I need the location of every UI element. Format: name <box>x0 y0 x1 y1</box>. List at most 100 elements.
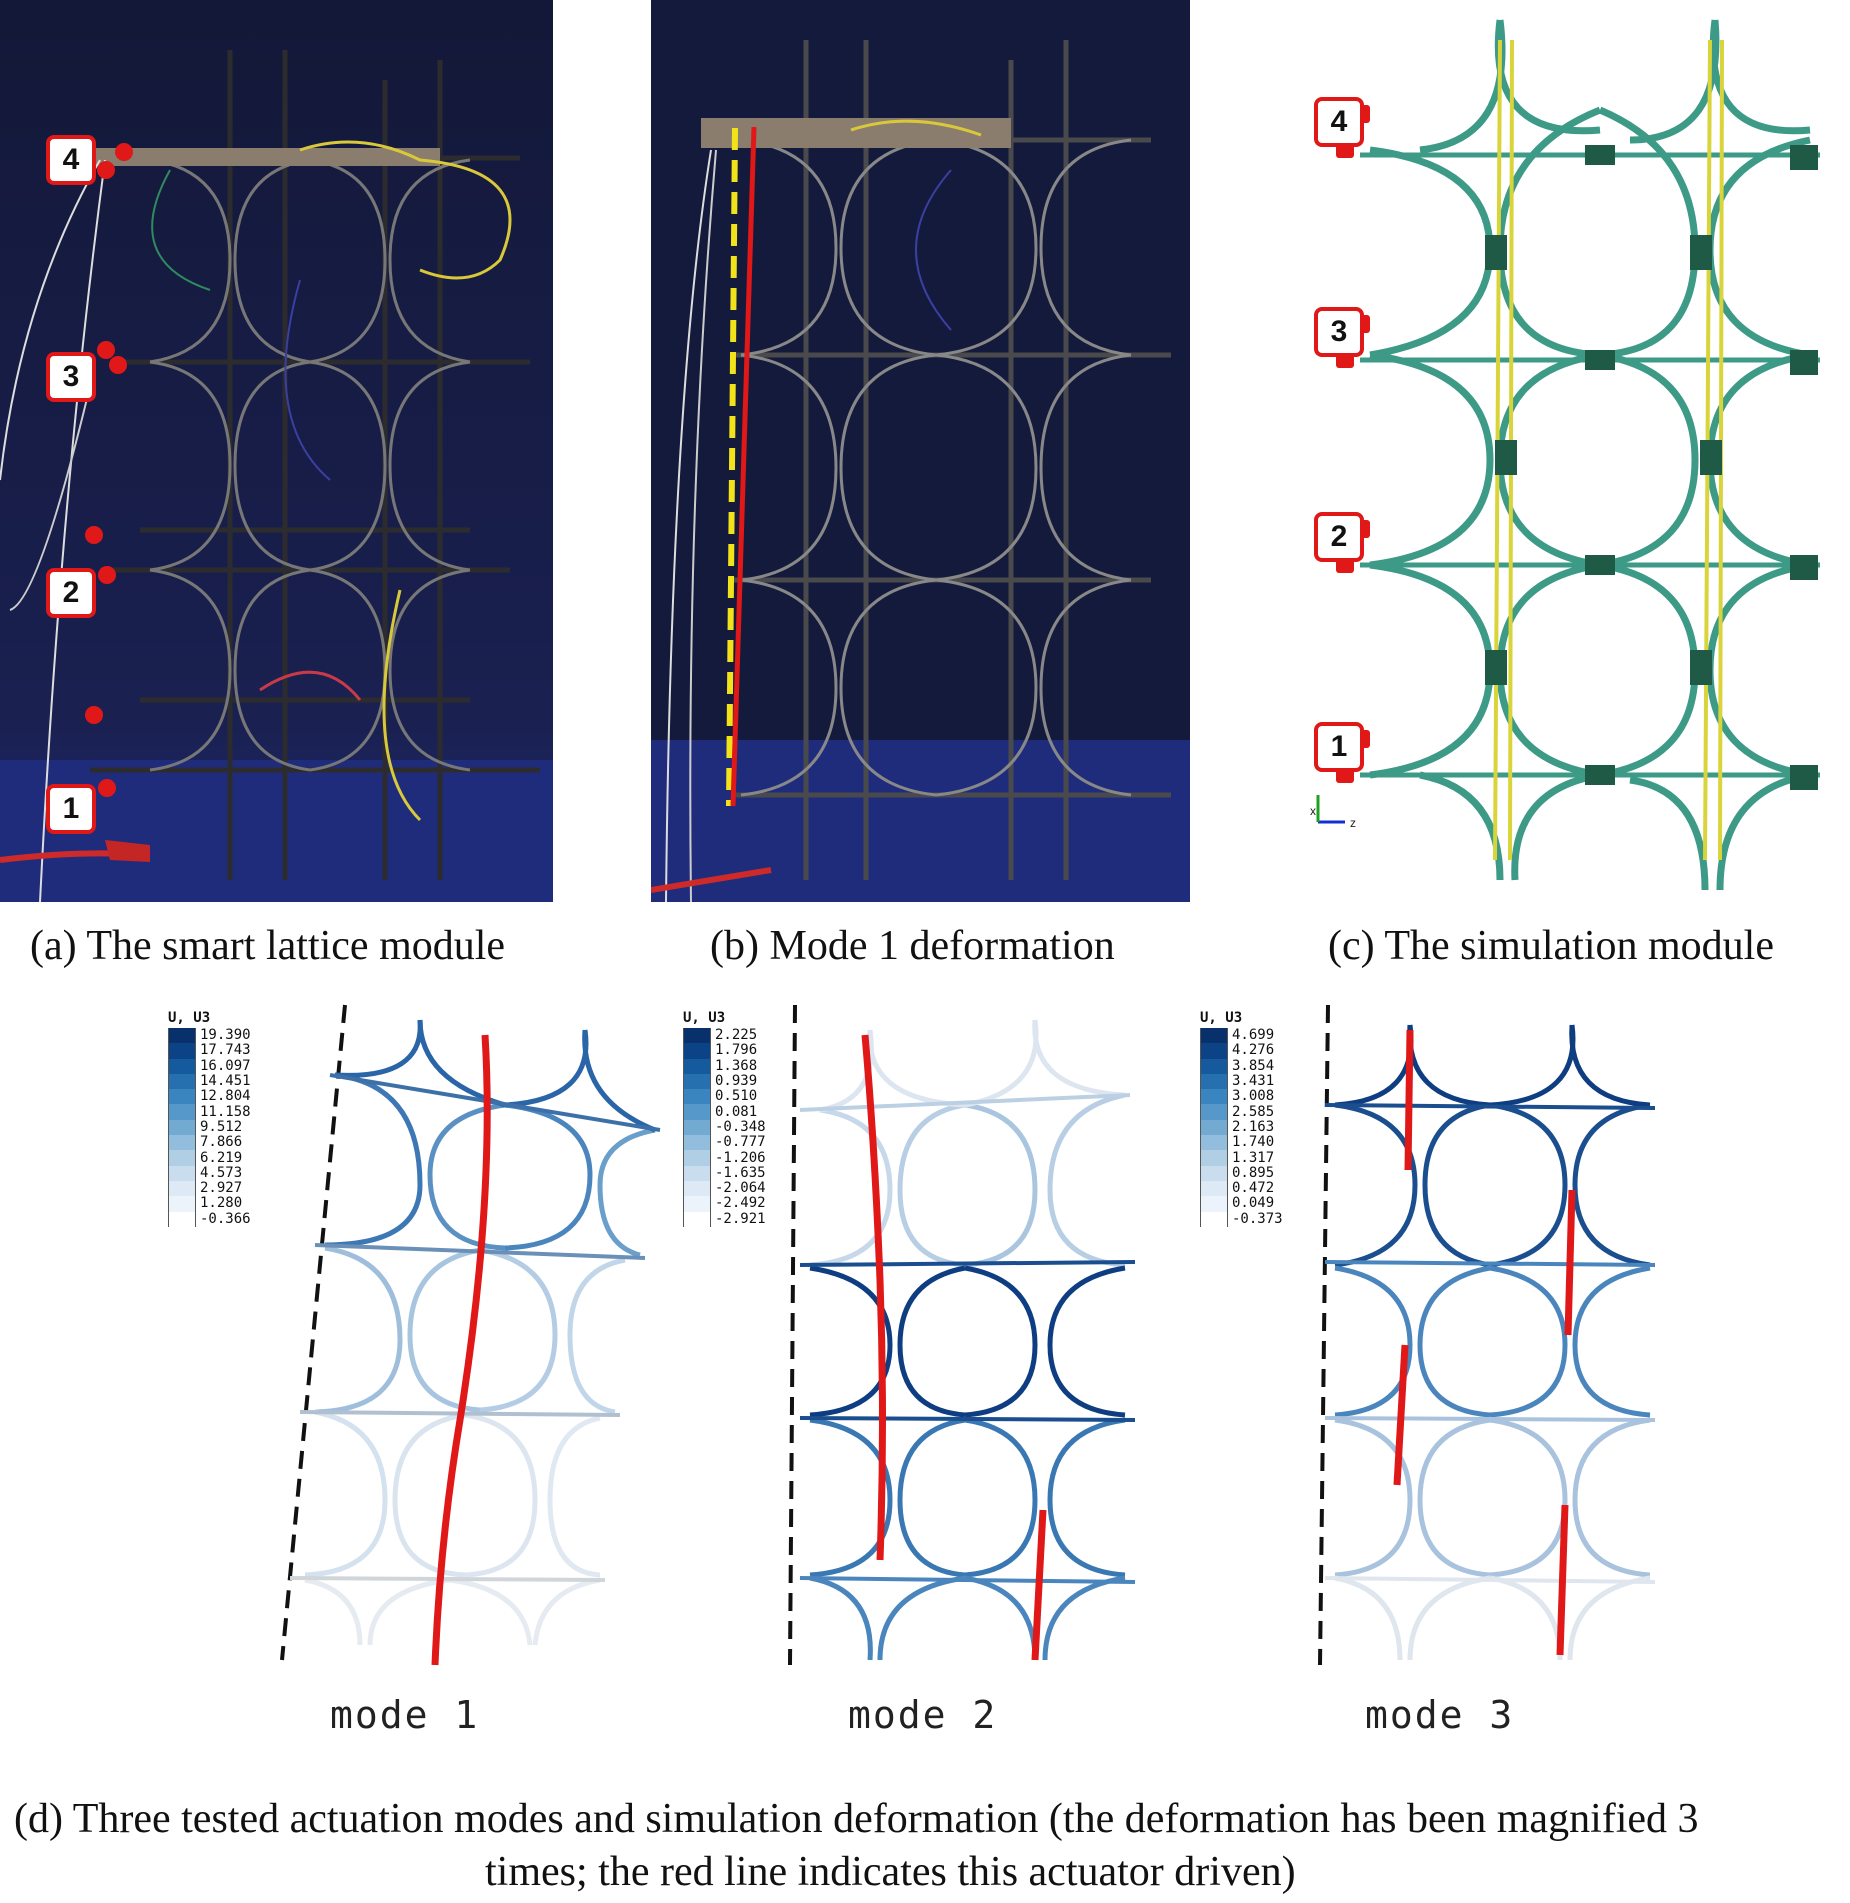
legend-value: -2.921 <box>715 1210 766 1227</box>
legend-value: 3.431 <box>1232 1073 1275 1090</box>
legend-row: 2.225 <box>683 1027 766 1044</box>
actuator-marker-3: 3 <box>46 352 96 402</box>
legend-value: 0.049 <box>1232 1195 1275 1212</box>
legend-value: -1.635 <box>715 1164 766 1181</box>
legend-row: 4.699 <box>1200 1027 1283 1044</box>
legend-row: 0.472 <box>1200 1180 1283 1197</box>
legend-swatch <box>1200 1150 1228 1166</box>
legend-row: 0.939 <box>683 1073 766 1090</box>
legend-swatch <box>168 1150 196 1166</box>
legend-swatch <box>683 1073 711 1090</box>
legend-swatch <box>1200 1180 1228 1197</box>
legend-swatch <box>683 1165 711 1181</box>
mode-2-label: mode 2 <box>848 1693 998 1737</box>
legend-swatch <box>683 1119 711 1136</box>
simulation-drawing: x z <box>1310 19 1820 891</box>
legend-swatch <box>168 1073 196 1090</box>
legend-swatch <box>1200 1165 1228 1181</box>
axis-label-x: x <box>1310 804 1316 818</box>
legend-row: 12.804 <box>168 1089 251 1105</box>
legend-value: -0.366 <box>200 1210 251 1227</box>
legend-value: 3.008 <box>1232 1088 1275 1105</box>
legend-row: 0.895 <box>1200 1165 1283 1181</box>
legend-row: 1.740 <box>1200 1135 1283 1151</box>
legend-value: 1.280 <box>200 1195 243 1212</box>
legend-value: 1.368 <box>715 1057 758 1074</box>
legend-title: U, U3 <box>168 1010 211 1026</box>
mode-1-deformation <box>270 1000 670 1680</box>
legend-value: 19.390 <box>200 1027 251 1044</box>
legend-row: 1.280 <box>168 1195 251 1212</box>
actuator-marker-4: 4 <box>46 135 96 185</box>
legend-swatch <box>683 1135 711 1151</box>
legend-row: -1.635 <box>683 1164 766 1181</box>
legend-value: 2.163 <box>1232 1118 1275 1135</box>
caption-d-line2: times; the red line indicates this actua… <box>485 1849 1296 1895</box>
legend-title: U, U3 <box>1200 1010 1243 1026</box>
legend-row: 0.510 <box>683 1089 766 1105</box>
legend-swatch <box>168 1196 196 1212</box>
sim-marker-4: 4 <box>1314 97 1364 147</box>
legend-row: 1.317 <box>1200 1149 1283 1166</box>
legend-swatch <box>168 1180 196 1197</box>
legend-swatch <box>168 1089 196 1105</box>
legend-row: -2.921 <box>683 1210 766 1227</box>
photo-mode1-deformation <box>651 0 1190 902</box>
caption-d-line1: (d) Three tested actuation modes and sim… <box>14 1796 1699 1842</box>
legend-swatch <box>1200 1104 1228 1120</box>
actuator-marker-1: 1 <box>46 784 96 834</box>
legend-swatch <box>683 1180 711 1197</box>
legend-row: 19.390 <box>168 1027 251 1044</box>
legend-swatch <box>1200 1135 1228 1151</box>
legend-row: 3.008 <box>1200 1088 1283 1105</box>
legend-value: 14.451 <box>200 1073 251 1090</box>
legend-row: 3.854 <box>1200 1057 1283 1074</box>
legend-row: 2.927 <box>168 1180 251 1197</box>
legend-row: -0.348 <box>683 1119 766 1136</box>
legend-value: 0.939 <box>715 1073 758 1090</box>
legend-value: 1.317 <box>1232 1149 1275 1166</box>
mode-3-deformation <box>1310 1000 1690 1680</box>
legend-row: 2.585 <box>1200 1103 1283 1120</box>
legend-row: 11.158 <box>168 1103 251 1120</box>
mode-2-deformation <box>780 1000 1160 1680</box>
legend-value: -0.777 <box>715 1134 766 1151</box>
legend-swatch <box>683 1058 711 1074</box>
legend-swatch <box>168 1104 196 1120</box>
legend-value: 2.585 <box>1232 1103 1275 1120</box>
legend-title: U, U3 <box>683 1010 726 1026</box>
mode-3-plot <box>1318 1004 1656 1666</box>
legend-value: 17.743 <box>200 1042 251 1059</box>
legend-value: 6.219 <box>200 1149 243 1166</box>
legend-row: 0.081 <box>683 1104 766 1120</box>
legend-row: 14.451 <box>168 1073 251 1090</box>
legend-row: 4.573 <box>168 1164 251 1181</box>
legend-value: 4.276 <box>1232 1042 1275 1059</box>
legend-value: 11.158 <box>200 1103 251 1120</box>
legend-row: 6.219 <box>168 1149 251 1166</box>
legend-swatch <box>1200 1196 1228 1212</box>
legend-value: 3.854 <box>1232 1057 1275 1074</box>
sim-marker-1: 1 <box>1314 722 1364 772</box>
legend-value: 4.573 <box>200 1164 243 1181</box>
sim-marker-2: 2 <box>1314 512 1364 562</box>
legend-swatch <box>168 1135 196 1151</box>
legend-row: 17.743 <box>168 1042 251 1059</box>
legend-row: -0.373 <box>1200 1210 1283 1227</box>
caption-c: (c) The simulation module <box>1328 923 1774 969</box>
legend-row: 2.163 <box>1200 1118 1283 1136</box>
mode-3-label: mode 3 <box>1365 1693 1515 1737</box>
legend-row: 3.431 <box>1200 1073 1283 1090</box>
legend-row: 1.796 <box>683 1043 766 1059</box>
legend-swatch <box>1200 1119 1228 1136</box>
actuator-marker-2: 2 <box>46 568 96 618</box>
simulation-module: x z <box>1300 0 1840 902</box>
legend-value: 2.225 <box>715 1027 758 1044</box>
legend-swatch <box>683 1211 711 1227</box>
legend-row: 9.512 <box>168 1119 251 1136</box>
caption-a: (a) The smart lattice module <box>30 923 506 969</box>
legend-swatch <box>1200 1043 1228 1059</box>
legend-value: 4.699 <box>1232 1027 1275 1044</box>
legend-value: -0.373 <box>1232 1210 1283 1227</box>
